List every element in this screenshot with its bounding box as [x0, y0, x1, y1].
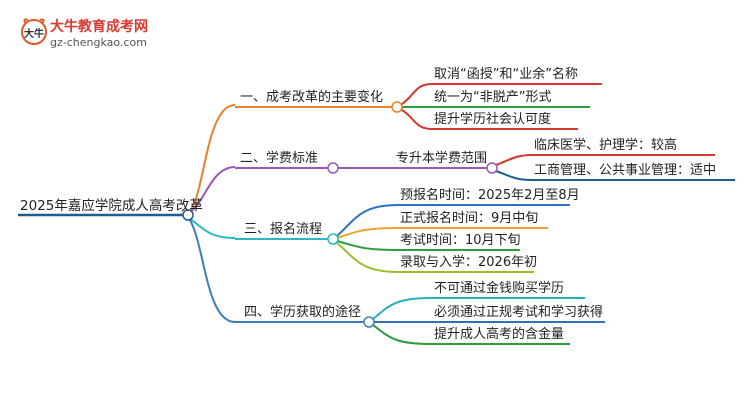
logo-mark-text: 大牛 — [24, 27, 44, 40]
branch-4-child-3-connector — [372, 324, 570, 345]
branch-3-child-1-label[interactable]: 预报名时间：2025年2月至8月 — [400, 188, 580, 203]
branch-1-label[interactable]: 一、成考改革的主要变化 — [240, 90, 384, 105]
branch-2-child-1-label[interactable]: 临床医学、护理学：较高 — [534, 138, 678, 153]
root-to-branch-4-connector — [187, 216, 236, 323]
branch-2-collapse-circle[interactable] — [327, 162, 339, 174]
root-to-branch-2-connector — [187, 166, 236, 214]
root-to-branch-3-connector — [187, 216, 236, 239]
root-collapse-circle[interactable] — [182, 209, 194, 221]
branch-1-child-1-connector — [401, 83, 602, 105]
branch-2-mid-collapse-circle[interactable] — [486, 162, 498, 174]
branch-1-collapse-circle[interactable] — [391, 101, 403, 113]
branch-4-child-3-label[interactable]: 提升成人高考的含金量 — [434, 327, 565, 342]
branch-2-label[interactable]: 二、学费标准 — [240, 151, 319, 166]
branch-2-mid-label[interactable]: 专升本学费范围 — [396, 151, 488, 166]
branch-3-child-2-label[interactable]: 正式报名时间：9月中旬 — [400, 211, 539, 226]
branch-4-child-2-label[interactable]: 必须通过正规考试和学习获得 — [434, 305, 604, 320]
branch-4-label[interactable]: 四、学历获取的途径 — [244, 305, 362, 320]
branch-3-child-2-connector — [336, 227, 548, 239]
branch-1-child-3-label[interactable]: 提升学历社会认可度 — [434, 112, 552, 127]
branch-1-child-2-label[interactable]: 统一为“非脱产”形式 — [434, 90, 552, 105]
root-node-label[interactable]: 2025年嘉应学院成人高考改革 — [20, 198, 203, 214]
branch-3-child-4-label[interactable]: 录取与入学：2026年初 — [400, 255, 538, 270]
root-to-branch-1-connector — [187, 104, 236, 214]
branch-2-child-2-connector — [495, 170, 735, 181]
branch-2-child-1-connector — [495, 154, 715, 166]
logo-title: 大牛教育成考网 — [50, 19, 148, 35]
branch-3-child-3-connector — [336, 240, 520, 251]
branch-3-child-3-label[interactable]: 考试时间：10月下旬 — [400, 233, 521, 248]
site-logo[interactable]: 大牛 大牛教育成考网 gz-chengkao.com — [20, 14, 160, 54]
logo-url: gz-chengkao.com — [50, 36, 147, 49]
branch-3-child-1-connector — [336, 204, 570, 237]
bull-logo-icon: 大牛 — [21, 18, 47, 45]
branch-2-child-2-label[interactable]: 工商管理、公共事业管理：适中 — [534, 163, 717, 178]
branch-3-label[interactable]: 三、报名流程 — [244, 222, 323, 237]
branch-4-child-1-label[interactable]: 不可通过金钱购买学历 — [434, 281, 565, 296]
branch-1-child-1-label[interactable]: 取消“函授”和“业余”名称 — [434, 67, 578, 82]
branch-3-child-4-connector — [336, 242, 534, 273]
branch-4-collapse-circle[interactable] — [363, 316, 375, 328]
branch-1-child-3-connector — [401, 109, 578, 130]
branch-3-collapse-circle[interactable] — [327, 233, 339, 245]
branch-4-child-1-connector — [372, 297, 585, 320]
